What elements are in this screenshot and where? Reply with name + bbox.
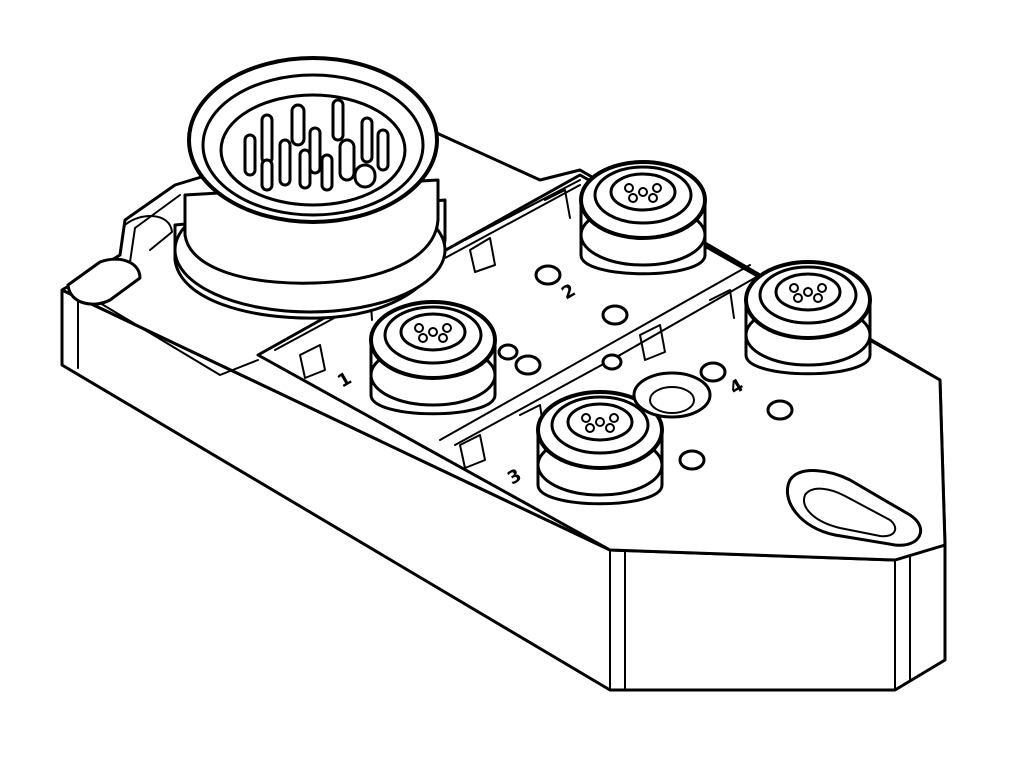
led-indicator (601, 304, 629, 326)
port-socket-2 (579, 160, 707, 276)
port-socket-4 (744, 260, 872, 376)
led-indicator (534, 264, 562, 286)
led-indicator (601, 353, 623, 371)
port-socket-3 (536, 390, 664, 506)
led-indicator (699, 361, 727, 383)
slotted-mounting-hole-icon (785, 469, 923, 547)
led-indicator (497, 343, 519, 361)
led-indicator (766, 399, 794, 421)
led-indicators (497, 264, 794, 471)
connector-pins (243, 98, 390, 192)
center-hole-icon (632, 371, 712, 419)
main-connector (173, 56, 447, 320)
led-indicator (514, 354, 542, 376)
led-indicator (678, 449, 706, 471)
port-socket-1 (369, 300, 497, 416)
